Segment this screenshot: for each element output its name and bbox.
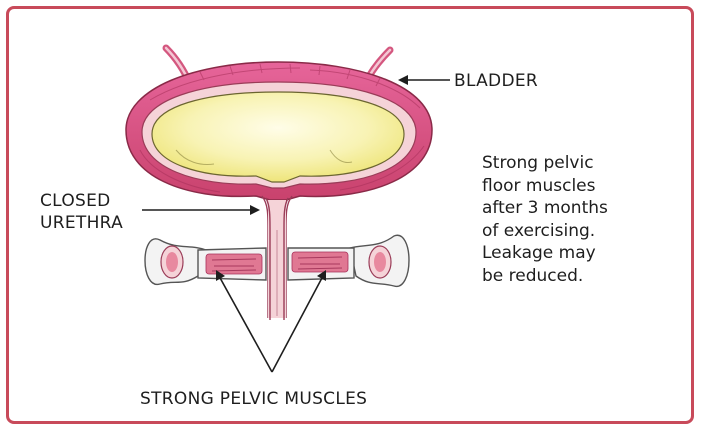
description-line: Leakage may	[482, 242, 652, 265]
urethra-label-line-2: URETHRA	[40, 212, 123, 234]
pelvic-muscles-label: STRONG PELVIC MUSCLES	[140, 388, 367, 410]
description-line: after 3 months	[482, 197, 652, 220]
urethra-label-line-1: CLOSED	[40, 190, 123, 212]
bladder-label: BLADDER	[454, 70, 538, 92]
description-line: floor muscles	[482, 175, 652, 198]
description-line: Strong pelvic	[482, 152, 652, 175]
description-line: be reduced.	[482, 265, 652, 288]
urine	[152, 92, 404, 182]
urethra-label: CLOSED URETHRA	[40, 190, 123, 234]
muscle-pointer-left	[219, 276, 272, 372]
description-line: of exercising.	[482, 220, 652, 243]
description-text: Strong pelvic floor muscles after 3 mont…	[482, 152, 652, 287]
